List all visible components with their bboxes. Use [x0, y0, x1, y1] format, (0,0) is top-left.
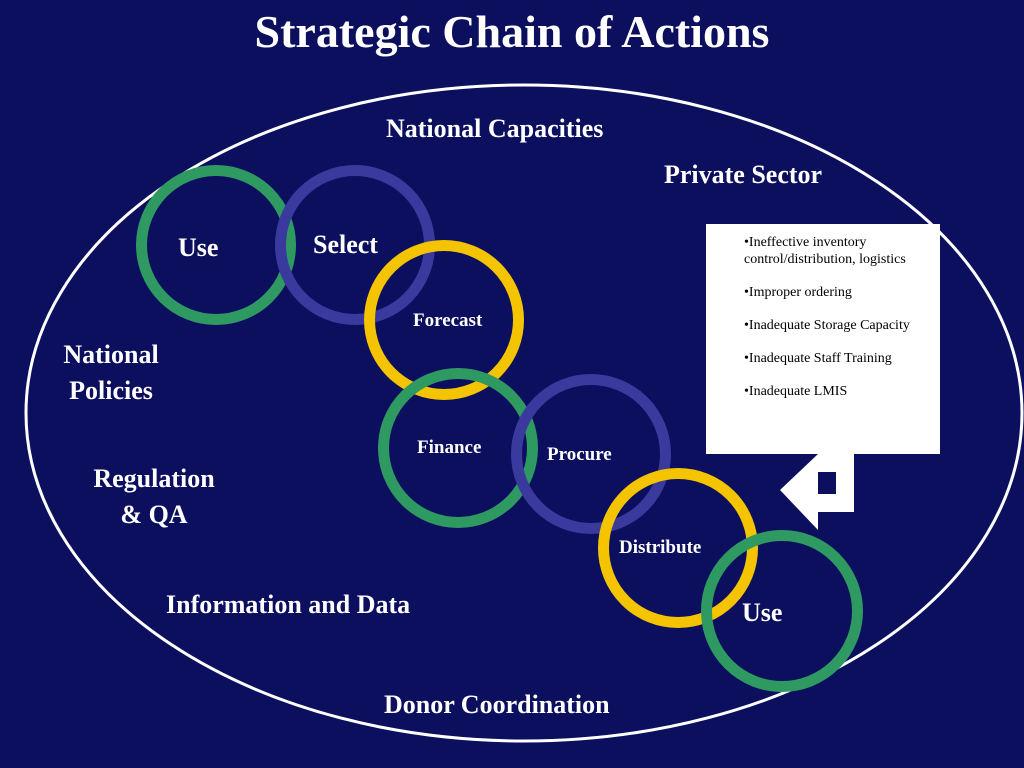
issue-item: •Inadequate Staff Training: [744, 351, 892, 366]
label-information-and-data: Information and Data: [166, 590, 411, 619]
ring-label-finance: Finance: [417, 437, 482, 458]
label-private-sector: Private Sector: [664, 160, 823, 189]
ring-label-use-start: Use: [178, 233, 219, 262]
pointer-arrow: [780, 454, 854, 530]
ring-label-procure: Procure: [547, 444, 612, 465]
label-national-capacities: National Capacities: [386, 114, 604, 143]
issues-list: •Ineffective inventory control/distribut…: [744, 234, 940, 400]
issue-item: •Inadequate Storage Capacity: [744, 318, 910, 333]
label-donor-coordination: Donor Coordination: [384, 690, 610, 719]
issue-item: •Inadequate LMIS: [744, 384, 848, 399]
label-national-policies: National Policies: [63, 340, 159, 405]
ring-procure: [511, 374, 671, 534]
issue-item: •Ineffective inventory control/distribut…: [744, 235, 906, 267]
issues-callout: •Ineffective inventory control/distribut…: [706, 224, 940, 454]
ring-label-forecast: Forecast: [413, 310, 483, 331]
issue-item: •Improper ordering: [744, 285, 852, 300]
label-regulation-qa: Regulation & QA: [93, 464, 215, 529]
ring-use-end: [701, 530, 863, 692]
ring-label-select: Select: [313, 230, 378, 259]
slide-title: Strategic Chain of Actions: [254, 6, 770, 57]
ring-label-use-end: Use: [742, 598, 783, 627]
ring-label-distribute: Distribute: [619, 537, 702, 558]
capacity-ellipse: [24, 83, 1024, 743]
